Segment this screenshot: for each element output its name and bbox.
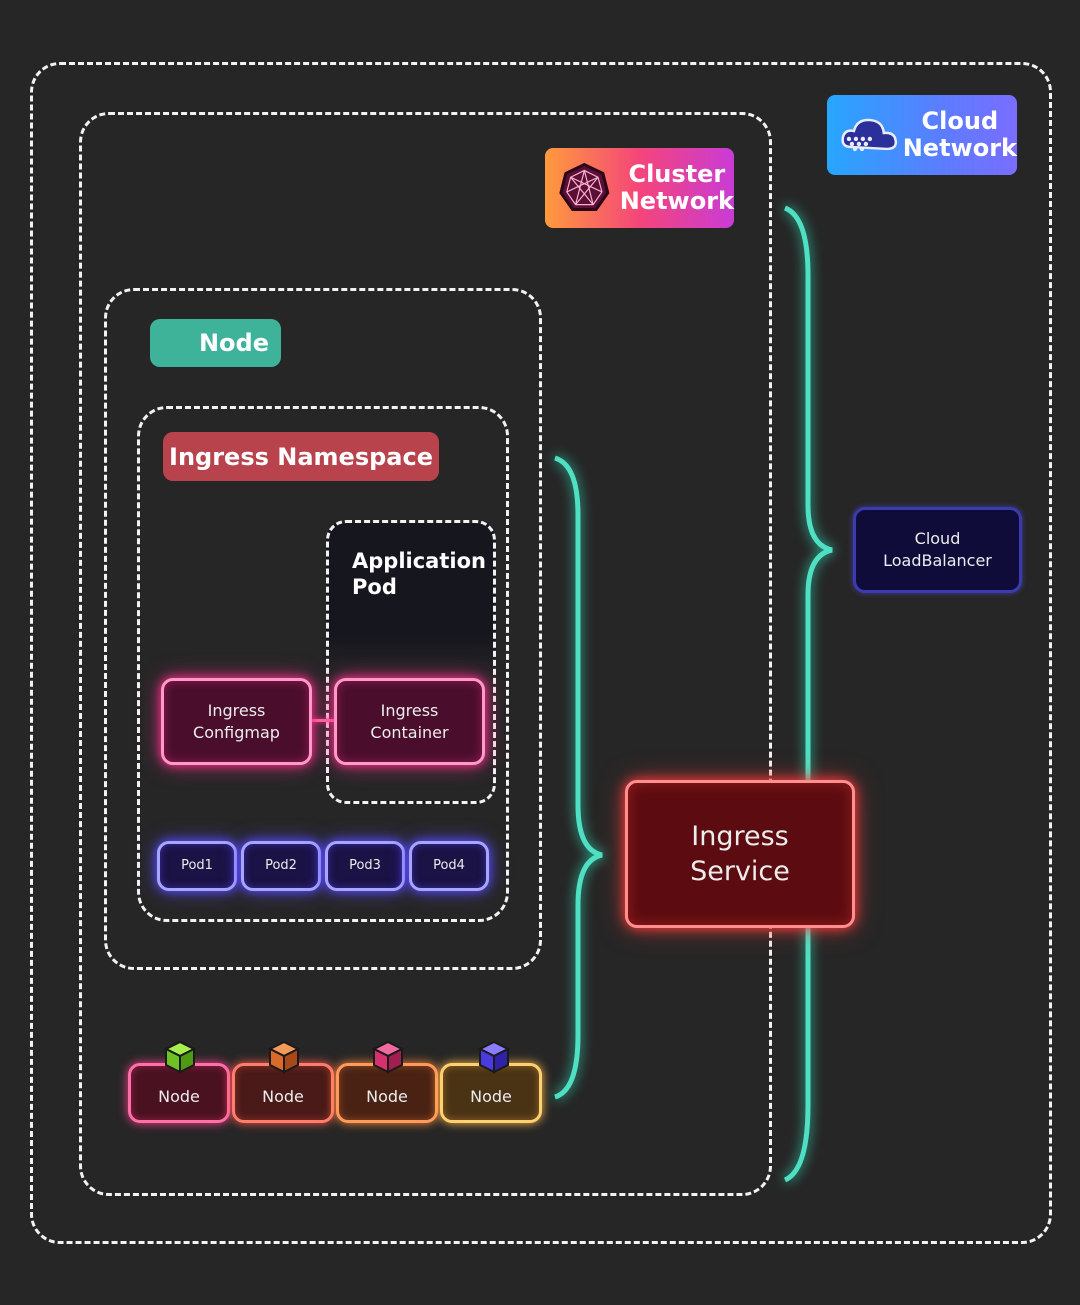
pod-3[interactable]: Pod3: [325, 841, 405, 891]
cloud-loadbalancer-line2: LoadBalancer: [883, 551, 992, 570]
ingress-configmap-line2: Configmap: [193, 722, 280, 742]
node-label-text: Node: [198, 329, 269, 357]
cloud-network-line2: Network: [902, 134, 1017, 162]
cluster-network-boundary: [79, 112, 772, 1196]
pod-1-label: Pod1: [181, 858, 213, 873]
cluster-brace: [554, 455, 603, 1100]
ingress-namespace-text: Ingress Namespace: [169, 442, 433, 471]
cloud-network-line1: Cloud: [921, 107, 999, 135]
cube-icon: [163, 1040, 197, 1074]
node-box-2-label: Node: [262, 1087, 304, 1106]
ingress-configmap-line1: Ingress: [207, 700, 266, 720]
ingress-namespace-label: Ingress Namespace: [163, 432, 439, 481]
application-pod-line2: Pod: [352, 575, 397, 599]
cloud-loadbalancer[interactable]: Cloud LoadBalancer: [853, 507, 1022, 593]
cube-icon: [371, 1040, 405, 1074]
cluster-network-line2: Network: [619, 187, 734, 215]
node-boundary: [104, 288, 542, 970]
application-pod-title: Application Pod: [352, 548, 486, 600]
ingress-container-line2: Container: [370, 722, 449, 742]
cluster-network-title: Cluster Network: [620, 161, 734, 215]
pod-1[interactable]: Pod1: [157, 841, 237, 891]
cluster-network-badge: Cluster Network: [545, 148, 734, 228]
ingress-namespace-boundary: [137, 406, 509, 922]
pod-4[interactable]: Pod4: [409, 841, 489, 891]
ingress-service-line2: Service: [690, 856, 790, 887]
node-box-4[interactable]: Node: [440, 1063, 542, 1123]
cloud-brace: [783, 205, 833, 1183]
cluster-network-icon: [559, 162, 610, 211]
cluster-network-line1: Cluster: [628, 160, 726, 188]
ingress-configmap[interactable]: Ingress Configmap: [161, 678, 312, 765]
node-box-3-label: Node: [366, 1087, 408, 1106]
cloud-network-badge: Cloud Network: [827, 95, 1017, 175]
node-box-4-label: Node: [470, 1087, 512, 1106]
cloud-network-title: Cloud Network: [903, 108, 1017, 162]
configmap-container-connector: [311, 719, 335, 722]
ingress-container-line1: Ingress: [380, 700, 439, 720]
cloud-network-boundary: [30, 62, 1052, 1244]
pod-4-label: Pod4: [433, 858, 465, 873]
cube-icon: [477, 1040, 511, 1074]
cube-icon: [267, 1040, 301, 1074]
node-label: Node: [150, 319, 281, 367]
ingress-service[interactable]: Ingress Service: [625, 780, 855, 928]
application-pod-line1: Application: [352, 549, 486, 573]
pod-2[interactable]: Pod2: [241, 841, 321, 891]
cloud-network-icon: [841, 118, 898, 152]
pod-3-label: Pod3: [349, 858, 381, 873]
ingress-service-line1: Ingress: [691, 821, 789, 852]
pod-2-label: Pod2: [265, 858, 297, 873]
node-box-1-label: Node: [158, 1087, 200, 1106]
ingress-container[interactable]: Ingress Container: [334, 678, 485, 765]
cloud-loadbalancer-line1: Cloud: [914, 529, 961, 548]
